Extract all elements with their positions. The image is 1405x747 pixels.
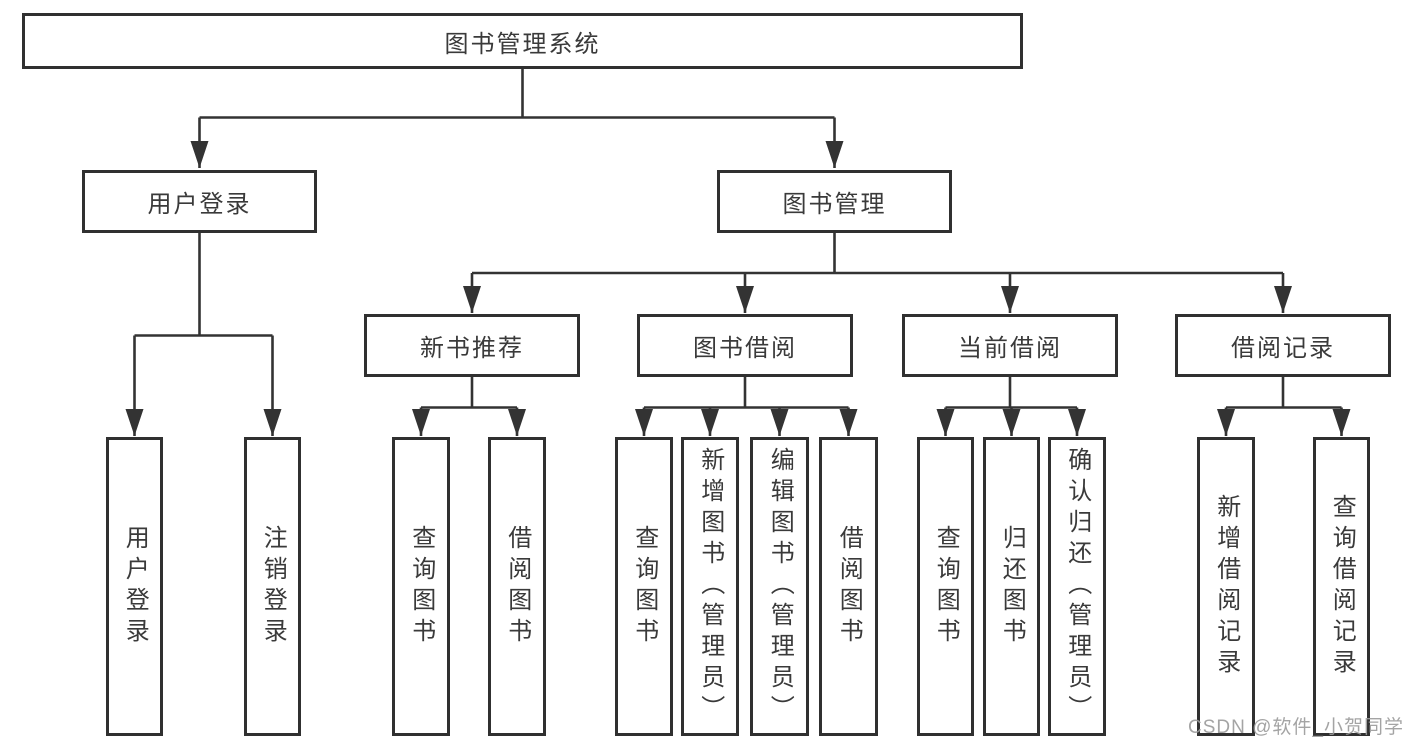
leaf-user-login-label: 用户登录: [121, 524, 149, 649]
leaf-add-books-admin: 新增图书（管理员）: [681, 437, 739, 736]
leaf-add-books-admin-label: 新增图书（管理员）: [696, 447, 724, 726]
leaf-user-login: 用户登录: [106, 437, 163, 736]
node-new-book-recommend: 新书推荐: [364, 314, 580, 377]
node-user-login-label: 用户登录: [147, 191, 252, 218]
leaf-add-borrow-record-label: 新增借阅记录: [1212, 493, 1240, 680]
leaf-confirm-return-admin-label: 确认归还（管理员）: [1063, 447, 1091, 726]
node-user-login: 用户登录: [82, 170, 317, 233]
node-current-borrowing: 当前借阅: [902, 314, 1118, 377]
node-book-borrowing: 图书借阅: [637, 314, 853, 377]
leaf-current-query-books: 查询图书: [917, 437, 974, 736]
leaf-recommend-borrow-books: 借阅图书: [488, 437, 546, 736]
node-new-book-recommend-label: 新书推荐: [420, 335, 524, 362]
leaf-query-borrow-record-label: 查询借阅记录: [1328, 493, 1356, 680]
leaf-edit-books-admin: 编辑图书（管理员）: [750, 437, 809, 736]
leaf-recommend-borrow-books-label: 借阅图书: [503, 524, 531, 649]
leaf-return-books: 归还图书: [983, 437, 1040, 736]
node-root: 图书管理系统: [22, 13, 1023, 69]
leaf-current-query-books-label: 查询图书: [932, 524, 960, 649]
leaf-edit-books-admin-label: 编辑图书（管理员）: [766, 447, 794, 726]
leaf-borrow-query-books: 查询图书: [615, 437, 673, 736]
node-root-label: 图书管理系统: [444, 30, 601, 58]
node-book-management: 图书管理: [717, 170, 952, 233]
node-book-borrowing-label: 图书借阅: [693, 335, 797, 362]
leaf-recommend-query-books: 查询图书: [392, 437, 450, 736]
node-borrowing-records-label: 借阅记录: [1231, 335, 1335, 362]
csdn-watermark: CSDN @软件_小贺同学: [1188, 717, 1404, 738]
leaf-query-borrow-record: 查询借阅记录: [1313, 437, 1370, 736]
leaf-borrow-books: 借阅图书: [819, 437, 878, 736]
leaf-confirm-return-admin: 确认归还（管理员）: [1048, 437, 1106, 736]
leaf-borrow-books-label: 借阅图书: [835, 524, 863, 649]
node-current-borrowing-label: 当前借阅: [958, 335, 1062, 362]
leaf-borrow-query-books-label: 查询图书: [630, 524, 658, 649]
leaf-logout-label: 注销登录: [259, 524, 287, 649]
leaf-return-books-label: 归还图书: [998, 524, 1026, 649]
leaf-logout: 注销登录: [244, 437, 301, 736]
node-book-management-label: 图书管理: [782, 191, 887, 218]
node-borrowing-records: 借阅记录: [1175, 314, 1391, 377]
leaf-add-borrow-record: 新增借阅记录: [1197, 437, 1255, 736]
leaf-recommend-query-books-label: 查询图书: [407, 524, 435, 649]
